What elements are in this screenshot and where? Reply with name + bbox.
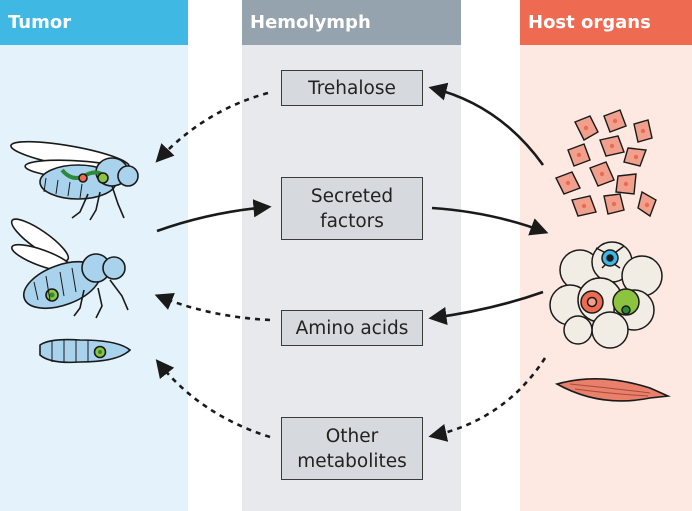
fly-adult-tumor-icon (10, 218, 129, 319)
fat-body-cluster-icon (549, 241, 663, 349)
arrow-host-to-amino (428, 290, 544, 326)
hemolymph-header: Hemolymph (242, 0, 461, 45)
trehalose-box: Trehalose (281, 70, 423, 106)
arrow-secreted-to-host (431, 206, 549, 236)
arrow-other-to-tumor (155, 359, 271, 439)
secreted-factors-box: Secreted factors (281, 177, 423, 240)
other-metabolites-box: Other metabolites (281, 417, 423, 480)
arrow-tumor-to-secreted (156, 199, 272, 233)
tumor-header: Tumor (0, 0, 188, 45)
amino-acids-box: Amino acids (281, 310, 423, 346)
host-cell-nuclei (565, 118, 650, 209)
muscle-icon (554, 378, 672, 402)
arrow-host-to-trehalose (428, 82, 545, 166)
arrow-amino-to-tumor (154, 293, 271, 322)
host-cells-icon (555, 109, 657, 218)
fly-adult-icon (10, 140, 139, 221)
larva-icon (39, 338, 132, 364)
host-organs-header: Host organs (520, 0, 692, 45)
arrow-host-to-other (428, 357, 547, 442)
arrow-trehalose-to-tumor (155, 91, 269, 163)
